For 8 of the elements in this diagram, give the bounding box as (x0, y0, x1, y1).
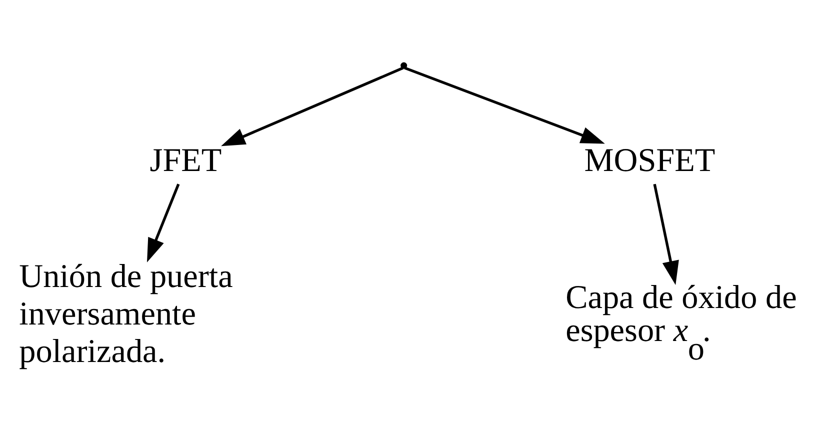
node-text: Unión de puerta inversamente polarizada. (19, 258, 233, 370)
node-point (400, 62, 408, 69)
arrow (653, 184, 679, 286)
node-text: JFET (150, 142, 222, 180)
arrow (221, 66, 404, 146)
arrow (146, 184, 180, 262)
node-text: MOSFET (584, 142, 716, 180)
arrow (404, 66, 605, 144)
